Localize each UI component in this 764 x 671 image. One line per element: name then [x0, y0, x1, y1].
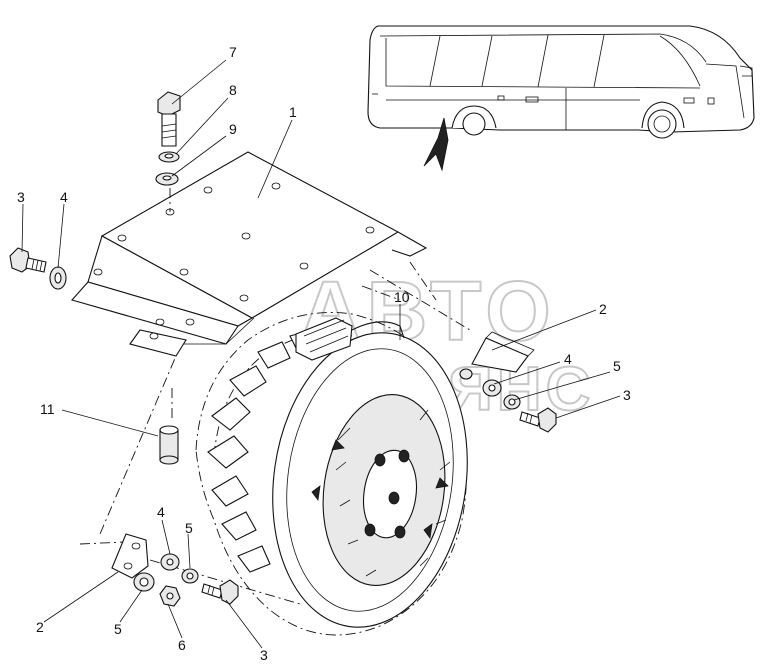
lock-washer-8: [158, 151, 180, 163]
washer-4-right: [482, 379, 502, 397]
hub-bolts: [364, 449, 410, 539]
callout-3-left: 3: [17, 189, 25, 205]
flat-washer-9: [155, 172, 179, 186]
callout-3-right: 3: [623, 387, 631, 403]
mounting-plate: [71, 151, 428, 357]
callout-7: 7: [229, 44, 237, 60]
callout-6: 6: [178, 637, 186, 653]
callout-4-bottom: 4: [157, 504, 165, 520]
bolt-3-bottom: [201, 579, 239, 605]
callout-2-bottom: 2: [36, 619, 44, 635]
callout-4-right: 4: [564, 351, 572, 367]
washer-5-bottom-left: [133, 572, 155, 592]
nut-6: [159, 585, 181, 607]
washer-5-bottom: [181, 568, 199, 584]
leader-lines: [21, 59, 621, 649]
callout-3-bottom: 3: [260, 647, 268, 663]
bolt-3-left: [9, 247, 47, 273]
callout-1: 1: [289, 104, 297, 120]
bracket-2-right: [471, 331, 535, 373]
callout-labels: 7 8 9 1 3 4 10 2 4 5 3 11 4 5 2 5 6 3: [17, 44, 631, 663]
fan-assembly: [195, 312, 468, 636]
callout-9: 9: [229, 121, 237, 137]
pin-near-bracket: [459, 368, 473, 380]
callout-11: 11: [40, 401, 55, 417]
bus-illustration: [367, 25, 755, 172]
callout-5-bottom-left: 5: [114, 621, 122, 637]
washer-4-left: [49, 266, 67, 290]
fan-blades: [207, 329, 319, 573]
callout-10: 10: [394, 289, 410, 305]
bolt-7: [157, 91, 181, 147]
bolt-3-right: [519, 407, 557, 433]
washer-5-right: [503, 394, 521, 410]
washer-4-bottom: [160, 553, 180, 571]
callout-8: 8: [229, 82, 237, 98]
callout-5-right: 5: [613, 358, 621, 374]
callout-4-left: 4: [60, 189, 68, 205]
bracket-2-bottom: [111, 533, 149, 579]
callout-2-right: 2: [599, 301, 607, 317]
callout-5-bottom: 5: [185, 520, 193, 536]
plate-holes: [93, 182, 375, 340]
spacer-11: [159, 425, 179, 465]
